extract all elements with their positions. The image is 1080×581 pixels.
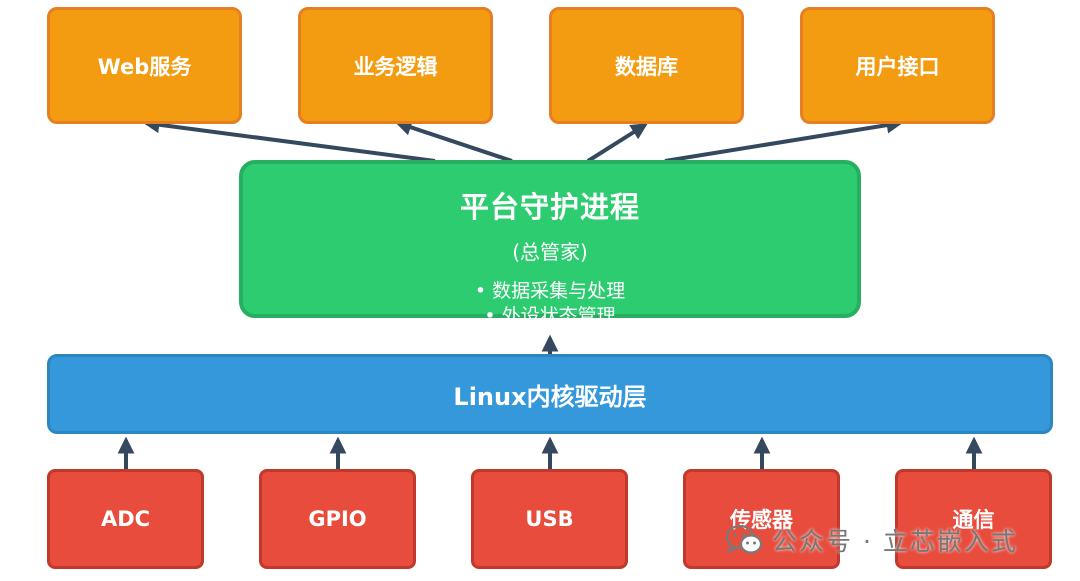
daemon-title: 平台守护进程 — [459, 190, 640, 224]
hardware-communication: 通信 — [895, 469, 1052, 569]
watermark: 公众号 · 立芯嵌入式 — [724, 520, 1018, 560]
service-web-label: Web服务 — [97, 54, 192, 79]
arrow-daemon-to-business — [394, 119, 513, 163]
hardware-gpio: GPIO — [259, 469, 416, 569]
hardware-communication-label: 通信 — [952, 508, 995, 532]
service-business-logic-label: 业务逻辑 — [353, 54, 438, 79]
wechat-icon — [725, 524, 763, 554]
daemon-feature-item: 数据采集与处理 — [475, 279, 625, 304]
kernel-driver-layer: Linux内核驱动层 — [47, 354, 1053, 434]
hardware-adc: ADC — [47, 469, 204, 569]
arrow-daemon-to-user-interface — [664, 116, 904, 163]
hardware-gpio-label: GPIO — [308, 507, 367, 531]
service-database: 数据库 — [549, 7, 744, 124]
hardware-usb: USB — [471, 469, 628, 569]
platform-daemon: 平台守护进程 (总管家) 数据采集与处理 外设状态管理 — [239, 160, 861, 327]
arrow-daemon-to-database — [586, 123, 648, 163]
daemon-feature-list: 数据采集与处理 外设状态管理 — [475, 279, 625, 329]
watermark-text: 公众号 · 立芯嵌入式 — [772, 527, 1018, 556]
hardware-usb-label: USB — [525, 507, 574, 531]
service-database-label: 数据库 — [615, 54, 678, 79]
service-user-interface: 用户接口 — [800, 7, 995, 124]
kernel-label: Linux内核驱动层 — [453, 382, 647, 411]
service-web: Web服务 — [47, 7, 242, 124]
hardware-adc-label: ADC — [100, 507, 151, 531]
hardware-sensor: 传感器 — [683, 469, 840, 569]
daemon-feature-item: 外设状态管理 — [475, 304, 625, 329]
service-business-logic: 业务逻辑 — [298, 7, 493, 124]
hardware-sensor-label: 传感器 — [730, 508, 793, 532]
service-user-interface-label: 用户接口 — [855, 54, 940, 79]
daemon-subtitle: (总管家) — [512, 240, 588, 264]
arrow-daemon-to-web — [142, 116, 436, 163]
